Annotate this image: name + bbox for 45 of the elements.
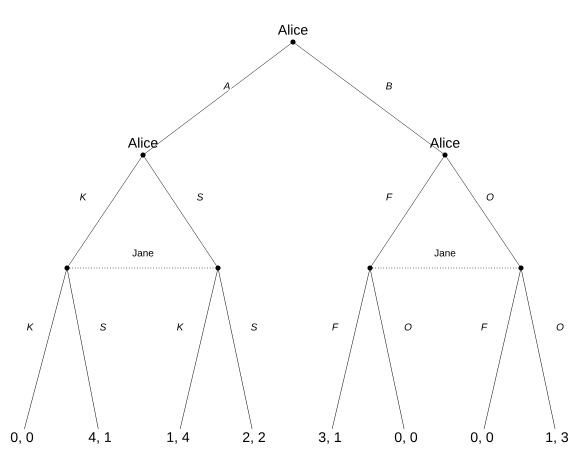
edge-label: Jane	[434, 250, 456, 256]
payoff-label: 1, 3	[546, 432, 568, 444]
payoff-label: 4, 1	[88, 432, 111, 444]
branch-line	[144, 156, 217, 266]
edge-label: O	[556, 323, 564, 331]
edge-label: F	[481, 324, 488, 330]
player-label: Alice	[278, 24, 308, 35]
edge-label: K	[26, 324, 34, 330]
branch-line	[484, 270, 521, 430]
edge-label: K	[176, 324, 184, 330]
payoff-label: 3, 1	[318, 432, 341, 444]
branch-line	[24, 270, 67, 430]
payoff-label: 0, 0	[394, 432, 418, 444]
branch-line	[68, 156, 142, 266]
branch-line	[180, 270, 218, 430]
payoff-label: 0, 0	[10, 432, 34, 444]
branch-line	[521, 270, 556, 430]
edge-label: S	[100, 323, 106, 331]
edge-label: B	[386, 82, 392, 90]
edge-label: F	[332, 324, 339, 330]
edge-label: O	[486, 193, 494, 201]
branch-line	[218, 270, 252, 430]
edge-label: F	[386, 194, 393, 200]
edge-label: A	[223, 82, 230, 90]
branch-line	[370, 270, 404, 430]
branch-line	[67, 270, 99, 430]
edge-label: S	[250, 323, 258, 331]
decision-node	[518, 265, 524, 271]
branch-line	[332, 270, 370, 430]
branch-line	[371, 156, 444, 266]
decision-node	[64, 265, 70, 271]
payoff-label: 1, 4	[167, 432, 190, 444]
edge-label: K	[80, 194, 87, 200]
player-label: Alice	[430, 138, 460, 148]
player-label: Alice	[128, 138, 158, 148]
decision-node	[215, 265, 221, 271]
decision-node	[367, 265, 373, 271]
edge-label: O	[404, 323, 412, 331]
edge-label: S	[196, 193, 204, 201]
branch-line	[294, 43, 444, 154]
branch-line	[446, 156, 520, 266]
payoff-label: 0, 0	[470, 432, 494, 444]
payoff-label: 2, 2	[243, 432, 265, 444]
edge-label: Jane	[132, 250, 154, 256]
branch-line	[144, 43, 292, 154]
